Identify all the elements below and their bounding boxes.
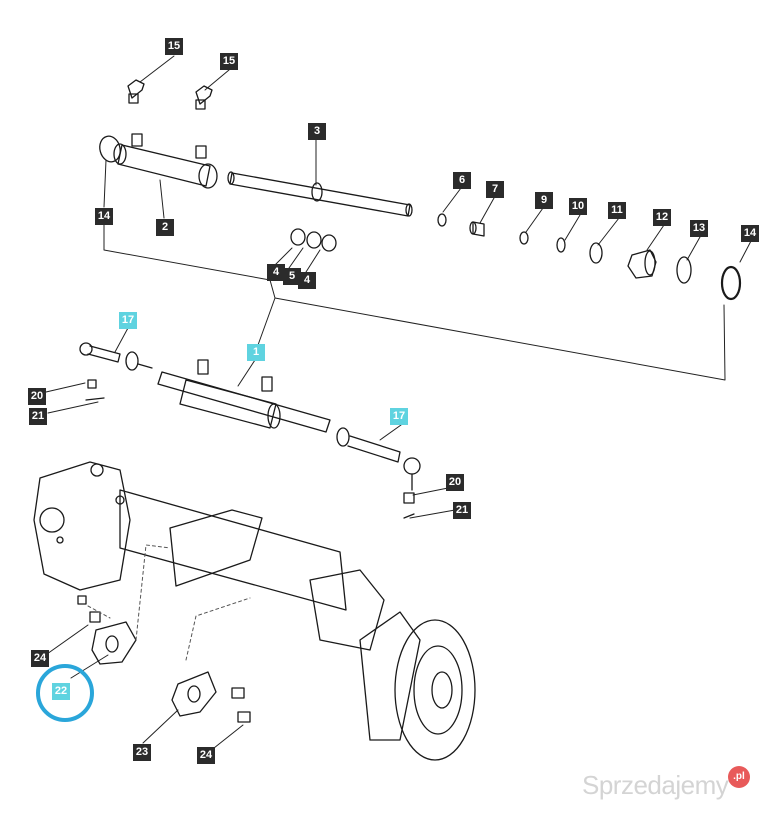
- part-10: [556, 237, 566, 253]
- part-7-bushing: [469, 221, 485, 237]
- watermark-text: Sprzedajemy: [582, 770, 729, 800]
- callout-15-right: 15: [220, 53, 238, 70]
- callout-12: 12: [653, 209, 671, 226]
- callout-5: 5: [283, 268, 301, 285]
- nut-20-right: [403, 492, 415, 504]
- watermark-badge: .pl: [728, 766, 750, 788]
- part-12-gland: [627, 249, 657, 279]
- callout-24-left: 24: [31, 650, 49, 667]
- part-11: [589, 242, 603, 264]
- callout-23: 23: [133, 744, 151, 761]
- callout-1: 1: [247, 344, 265, 361]
- callout-14-right: 14: [741, 225, 759, 242]
- part-9: [519, 231, 529, 245]
- callout-14-left: 14: [95, 208, 113, 225]
- nut-20-left: [87, 379, 97, 389]
- gasket-22: [91, 621, 137, 665]
- cotter-pin-21-right: [403, 513, 415, 519]
- callout-21-left: 21: [29, 408, 47, 425]
- o-ring-4b: [321, 234, 337, 252]
- seal-ring-right: [720, 265, 742, 301]
- callout-20-left: 20: [28, 388, 46, 405]
- steering-cylinder-assembly: [157, 359, 331, 433]
- piston-rod: [227, 171, 413, 217]
- callout-7: 7: [486, 181, 504, 198]
- cotter-pin-21-left: [85, 397, 105, 401]
- callout-17-right: 17: [390, 408, 408, 425]
- elbow-fitting-left: [127, 79, 145, 104]
- o-ring-5: [306, 231, 322, 249]
- callout-9: 9: [535, 192, 553, 209]
- callout-15-left: 15: [165, 38, 183, 55]
- leader-lines: [45, 55, 752, 749]
- callout-4-left: 4: [267, 264, 285, 281]
- callout-13: 13: [690, 220, 708, 237]
- axle-housing: [33, 461, 476, 761]
- right-tie-rod: [336, 427, 421, 491]
- callout-6: 6: [453, 172, 471, 189]
- callout-24-right: 24: [197, 747, 215, 764]
- callout-22: 22: [52, 683, 70, 700]
- dashed-guides: [87, 544, 251, 661]
- elbow-fitting-right: [195, 85, 213, 110]
- seal-ring-left: [99, 135, 121, 163]
- highlight-ring: [36, 664, 94, 722]
- bolt-24-upper: [77, 595, 101, 623]
- callout-4-right: 4: [298, 272, 316, 289]
- callout-10: 10: [569, 198, 587, 215]
- callout-2: 2: [156, 219, 174, 236]
- o-ring-4a: [290, 228, 306, 246]
- callout-3: 3: [308, 123, 326, 140]
- part-13: [676, 256, 692, 284]
- cylinder-barrel: [113, 133, 218, 189]
- callout-17-left: 17: [119, 312, 137, 329]
- callout-11: 11: [608, 202, 626, 219]
- left-tie-rod: [79, 342, 153, 371]
- callout-20-right: 20: [446, 474, 464, 491]
- callout-21-right: 21: [453, 502, 471, 519]
- gasket-23: [171, 671, 217, 717]
- assembly-bracket: [103, 224, 726, 381]
- part-6: [437, 213, 447, 227]
- bolt-24-lower: [231, 687, 251, 723]
